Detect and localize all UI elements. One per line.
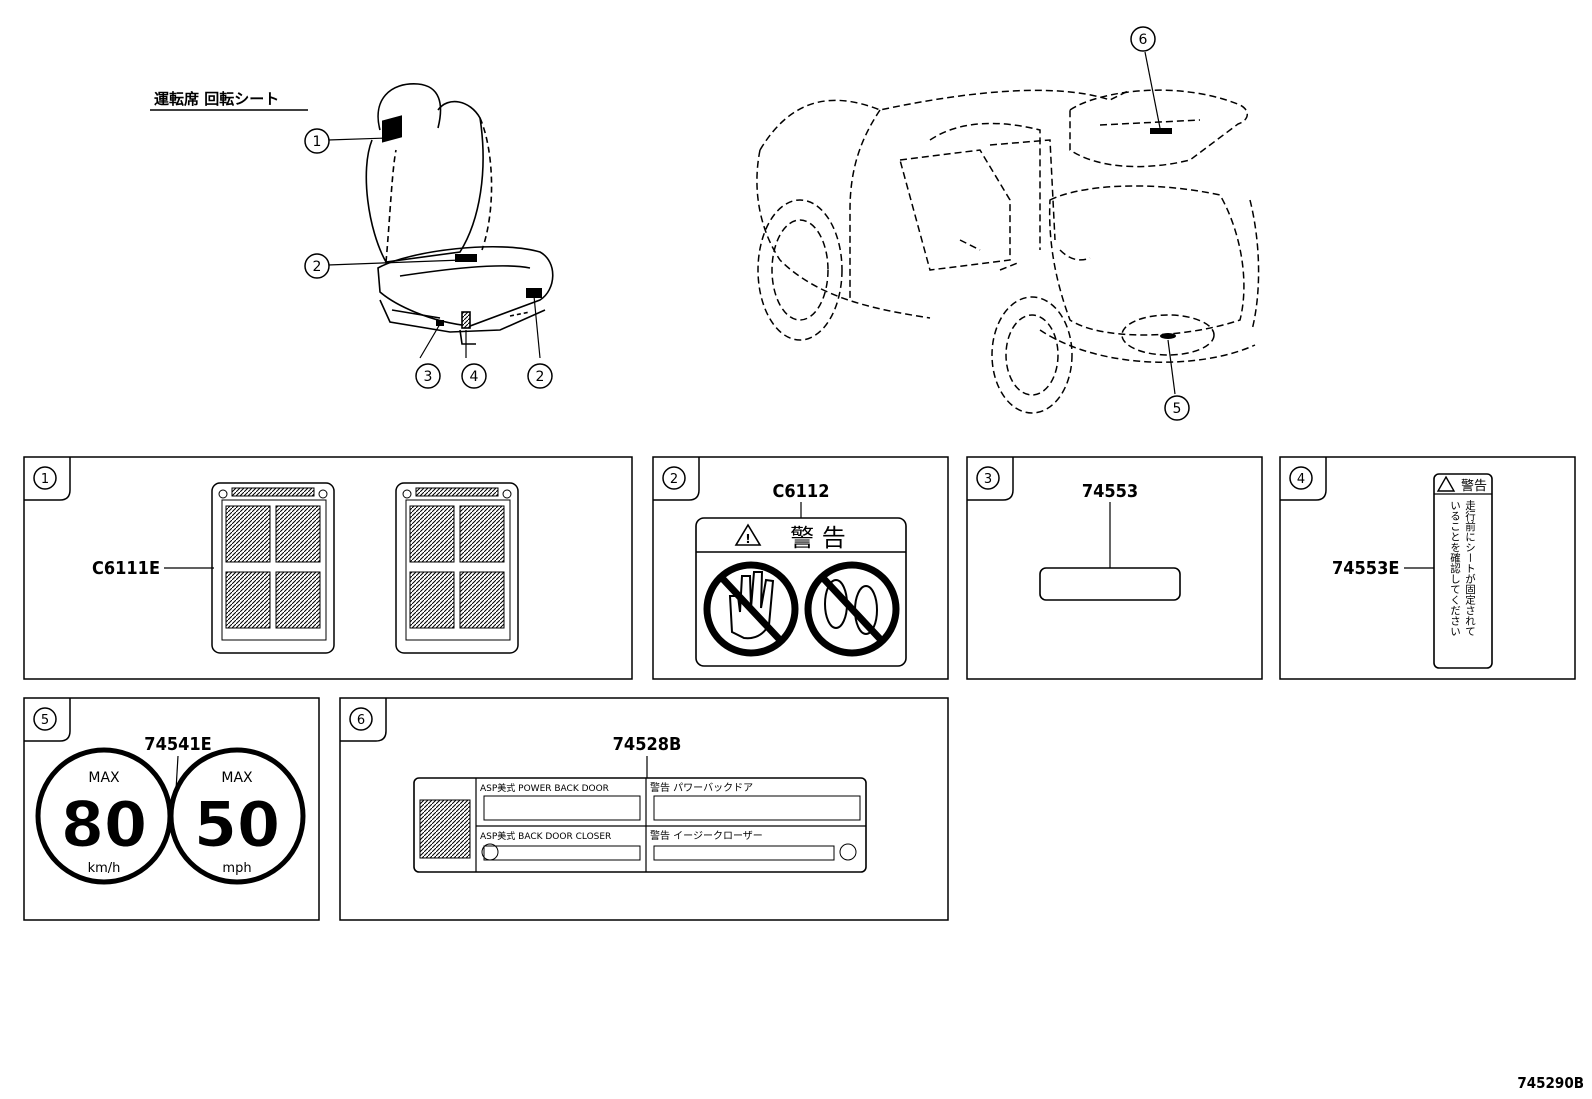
no-hand-icon bbox=[703, 561, 799, 657]
callout-2: 2 bbox=[313, 259, 322, 275]
warning-triangle-icon bbox=[1436, 475, 1456, 492]
callout-2b: 2 bbox=[536, 369, 545, 385]
panel-4-number: 4 bbox=[1297, 472, 1305, 487]
callout-1: 1 bbox=[313, 134, 322, 150]
speed-label-kmh: MAX 80 km/h bbox=[35, 747, 173, 885]
label-74553e bbox=[1433, 473, 1493, 669]
row2-right-text: 警告 イージークローザー bbox=[650, 829, 763, 842]
part-74541E: 74541E bbox=[144, 734, 211, 755]
callout-3: 3 bbox=[424, 369, 433, 385]
seat-illustration: 運転席 回転シート bbox=[150, 83, 554, 359]
panel-5: 5 74541E MAX 80 km/h MAX 50 mph bbox=[23, 697, 320, 921]
panel-6-number: 6 bbox=[357, 713, 365, 728]
speed-label-mph: MAX 50 mph bbox=[168, 747, 306, 885]
part-74553: 74553 bbox=[1082, 481, 1138, 502]
callout-6: 6 bbox=[1139, 32, 1148, 48]
callout-5: 5 bbox=[1173, 401, 1182, 417]
max-label: MAX bbox=[88, 770, 120, 786]
callout-4: 4 bbox=[470, 369, 479, 385]
row2-left-text: ASP美式 BACK DOOR CLOSER bbox=[480, 830, 611, 842]
warning-title: 警告 bbox=[1461, 478, 1487, 494]
panel-2-number: 2 bbox=[670, 472, 678, 487]
row1-left-text: ASP美式 POWER BACK DOOR bbox=[480, 782, 609, 794]
warning-text: 警 告 bbox=[790, 524, 846, 552]
seat-caption: 運転席 回転シート bbox=[154, 90, 279, 108]
warning-glyph: ! bbox=[745, 532, 750, 546]
part-C6111E: C6111E bbox=[92, 558, 160, 579]
panel-1: 1 C6111E bbox=[23, 456, 633, 680]
seat-callouts: 1 2 3 4 2 bbox=[304, 128, 553, 389]
speed-unit: km/h bbox=[88, 861, 121, 876]
label-c6111e-a bbox=[211, 482, 335, 654]
max-label: MAX bbox=[221, 770, 253, 786]
speed-unit: mph bbox=[222, 861, 251, 876]
panel-2: 2 C6112 ! 警 告 bbox=[652, 456, 949, 680]
vehicle-illustration bbox=[756, 89, 1260, 414]
speed-value: 50 bbox=[194, 788, 280, 861]
warning-line-1: 走行前にシートが固定されて bbox=[1464, 500, 1476, 637]
warning-triangle-icon bbox=[734, 523, 762, 546]
panel-3-number: 3 bbox=[984, 472, 992, 487]
warning-line-2: いることを確認してください bbox=[1449, 500, 1461, 637]
label-74528b bbox=[413, 777, 867, 873]
part-74528B: 74528B bbox=[613, 734, 682, 755]
panel-5-number: 5 bbox=[41, 713, 49, 728]
no-feet-icon bbox=[804, 561, 900, 657]
panel-4: 4 74553E 警告 走行前にシートが固定されて いることを確認してください bbox=[1279, 456, 1576, 680]
vehicle-labels: 6 5 bbox=[1130, 26, 1190, 421]
panel-3: 3 74553 bbox=[966, 456, 1263, 680]
panel-6: 6 74528B ASP美式 POWER BACK DOOR 警告 パワーバック… bbox=[339, 697, 949, 921]
diagram-id: 745290B bbox=[1517, 1074, 1584, 1092]
speed-value: 80 bbox=[61, 788, 147, 861]
part-C6112: C6112 bbox=[773, 481, 830, 502]
row1-right-text: 警告 パワーバックドア bbox=[650, 781, 753, 794]
part-74553E: 74553E bbox=[1332, 558, 1399, 579]
label-c6112 bbox=[695, 517, 907, 667]
panel-1-number: 1 bbox=[41, 472, 49, 487]
label-c6111e-b bbox=[395, 482, 519, 654]
label-74553 bbox=[1039, 567, 1181, 601]
